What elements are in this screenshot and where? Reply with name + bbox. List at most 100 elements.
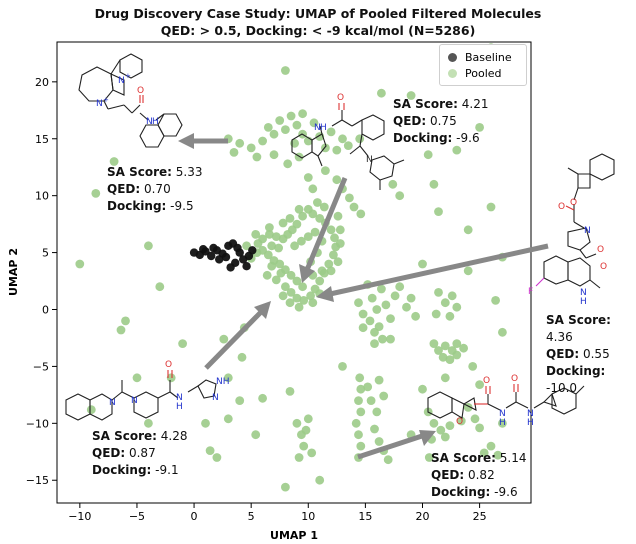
pooled-point-5	[275, 259, 285, 269]
arrow-5-head	[419, 430, 436, 446]
arrow-2-head	[299, 264, 315, 283]
baseline-point-18	[226, 263, 235, 272]
pooled-point-131	[438, 352, 448, 362]
y-tick-label: −15	[26, 474, 49, 487]
y-tick-label: 15	[35, 133, 49, 146]
y-tick-label: 20	[35, 76, 49, 89]
pooled-point-173	[456, 416, 466, 426]
annotation-3-sa: SA Score: 4.36	[546, 313, 611, 344]
pooled-point-199	[212, 453, 222, 462]
pooled-point-11	[286, 288, 296, 297]
annotation-2-docking: Docking: -9.6	[393, 131, 480, 145]
atom-n5: N	[131, 396, 138, 406]
pooled-point-106	[372, 305, 382, 314]
pooled-point-148	[366, 396, 376, 405]
pooled-point-177	[75, 259, 85, 269]
pooled-point-91	[355, 134, 365, 144]
pooled-point-110	[378, 334, 387, 344]
pooled-point-8	[292, 276, 302, 286]
pooled-point-165	[429, 418, 439, 428]
pooled-point-18	[324, 259, 334, 269]
pooled-point-33	[265, 230, 274, 239]
pooled-point-111	[358, 309, 368, 319]
pooled-point-216	[429, 179, 439, 189]
pooled-point-132	[445, 355, 455, 364]
pooled-point-93	[252, 152, 262, 162]
pooled-point-61	[333, 257, 343, 267]
pooled-point-71	[235, 138, 245, 148]
pooled-point-229	[463, 266, 473, 276]
pooled-point-161	[301, 425, 311, 435]
pooled-point-125	[429, 339, 439, 348]
pooled-point-10	[281, 282, 290, 292]
pooled-point-89	[332, 145, 342, 155]
pooled-point-187	[109, 157, 119, 166]
pooled-point-68	[271, 275, 281, 285]
atom-n1-charge: +	[125, 72, 131, 80]
atom-o4: O	[558, 202, 565, 212]
pooled-point-154	[363, 382, 373, 392]
pooled-point-22	[326, 225, 336, 235]
legend: Baseline Pooled	[439, 44, 527, 86]
pooled-point-51	[251, 230, 261, 239]
pooled-point-200	[281, 482, 290, 492]
arrow-4-head	[254, 301, 271, 319]
pooled-point-102	[345, 193, 354, 203]
pooled-point-212	[388, 179, 398, 189]
pooled-point-222	[338, 362, 347, 371]
annotation-arrows	[178, 133, 549, 460]
pooled-point-207	[452, 145, 462, 155]
pooled-point-171	[470, 414, 480, 424]
pooled-point-183	[155, 282, 165, 292]
annotation-4-qed: QED: 0.87	[92, 446, 156, 460]
atom-n2: N	[96, 99, 103, 109]
annotation-3: SA Score: 4.36 QED: 0.55 Docking: -10.0	[546, 312, 636, 397]
atom-nh1-h: H	[152, 117, 159, 127]
pooled-point-90	[343, 141, 353, 151]
legend-entry-pooled: Pooled	[448, 67, 502, 80]
pooled-point-129	[452, 339, 462, 348]
pooled-point-12	[292, 293, 302, 303]
pooled-point-98	[308, 184, 318, 194]
pooled-point-72	[246, 143, 256, 153]
molecule-5-atoms: O O N H O N H	[456, 374, 534, 428]
arrow-3-head	[316, 286, 334, 302]
baseline-point-9	[235, 248, 244, 257]
pooled-point-3	[263, 250, 273, 260]
pooled-point-84	[275, 116, 285, 125]
pooled-point-188	[86, 405, 96, 415]
pooled-point-145	[354, 430, 363, 440]
pooled-point-24	[315, 214, 325, 223]
arrow-5	[357, 433, 423, 460]
pooled-point-214	[406, 91, 416, 100]
atom-n1: N	[118, 76, 125, 86]
pooled-point-56	[313, 198, 322, 207]
arrow-2	[304, 177, 348, 271]
pooled-point-58	[333, 211, 343, 221]
pooled-point-197	[205, 446, 215, 455]
pooled-point-81	[326, 127, 336, 137]
pooled-point-186	[116, 325, 126, 335]
pooled-point-138	[431, 309, 441, 319]
pooled-point-52	[265, 223, 274, 232]
atom-o9: O	[483, 376, 490, 386]
pooled-point-21	[330, 233, 339, 243]
atom-n3: N	[584, 226, 591, 236]
baseline-point-19	[215, 255, 224, 264]
atom-o1: O	[137, 86, 144, 96]
pooled-point-134	[434, 288, 443, 297]
x-tick-label: 15	[358, 510, 372, 523]
baseline-point-3	[207, 251, 216, 261]
pooled-point-191	[237, 352, 247, 362]
pooled-point-193	[223, 373, 233, 383]
pooled-point-160	[294, 453, 304, 462]
pooled-point-220	[418, 259, 427, 269]
atom-o6: O	[600, 262, 607, 272]
pooled-point-175	[493, 450, 503, 460]
pooled-point-133	[452, 350, 462, 360]
y-axis-label: UMAP 2	[7, 248, 20, 296]
pooled-point-39	[297, 236, 306, 246]
pooled-point-103	[349, 202, 359, 212]
